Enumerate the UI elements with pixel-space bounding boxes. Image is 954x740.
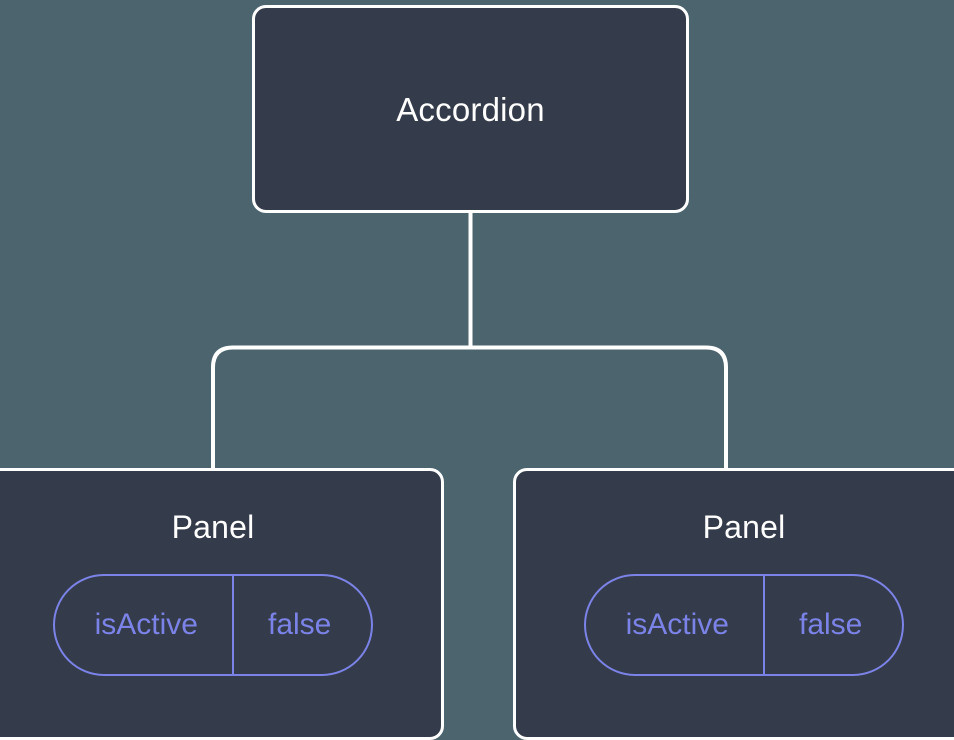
node-title: Accordion (396, 90, 545, 128)
node-title: Panel (702, 509, 786, 545)
prop-badge-is-active[interactable]: isActive false (583, 574, 905, 676)
node-accordion[interactable]: Accordion (252, 5, 689, 213)
node-panel-left[interactable]: Panel isActive false (0, 468, 444, 740)
prop-value: false (762, 576, 902, 674)
prop-key: isActive (94, 608, 198, 641)
prop-badge-is-active[interactable]: isActive false (52, 574, 374, 676)
prop-key: isActive (625, 608, 729, 641)
prop-value: false (231, 576, 371, 674)
node-title: Panel (171, 509, 255, 545)
connector-branch-left (211, 345, 471, 470)
connector-branch-right (470, 345, 728, 470)
node-panel-right[interactable]: Panel isActive false (513, 468, 954, 740)
